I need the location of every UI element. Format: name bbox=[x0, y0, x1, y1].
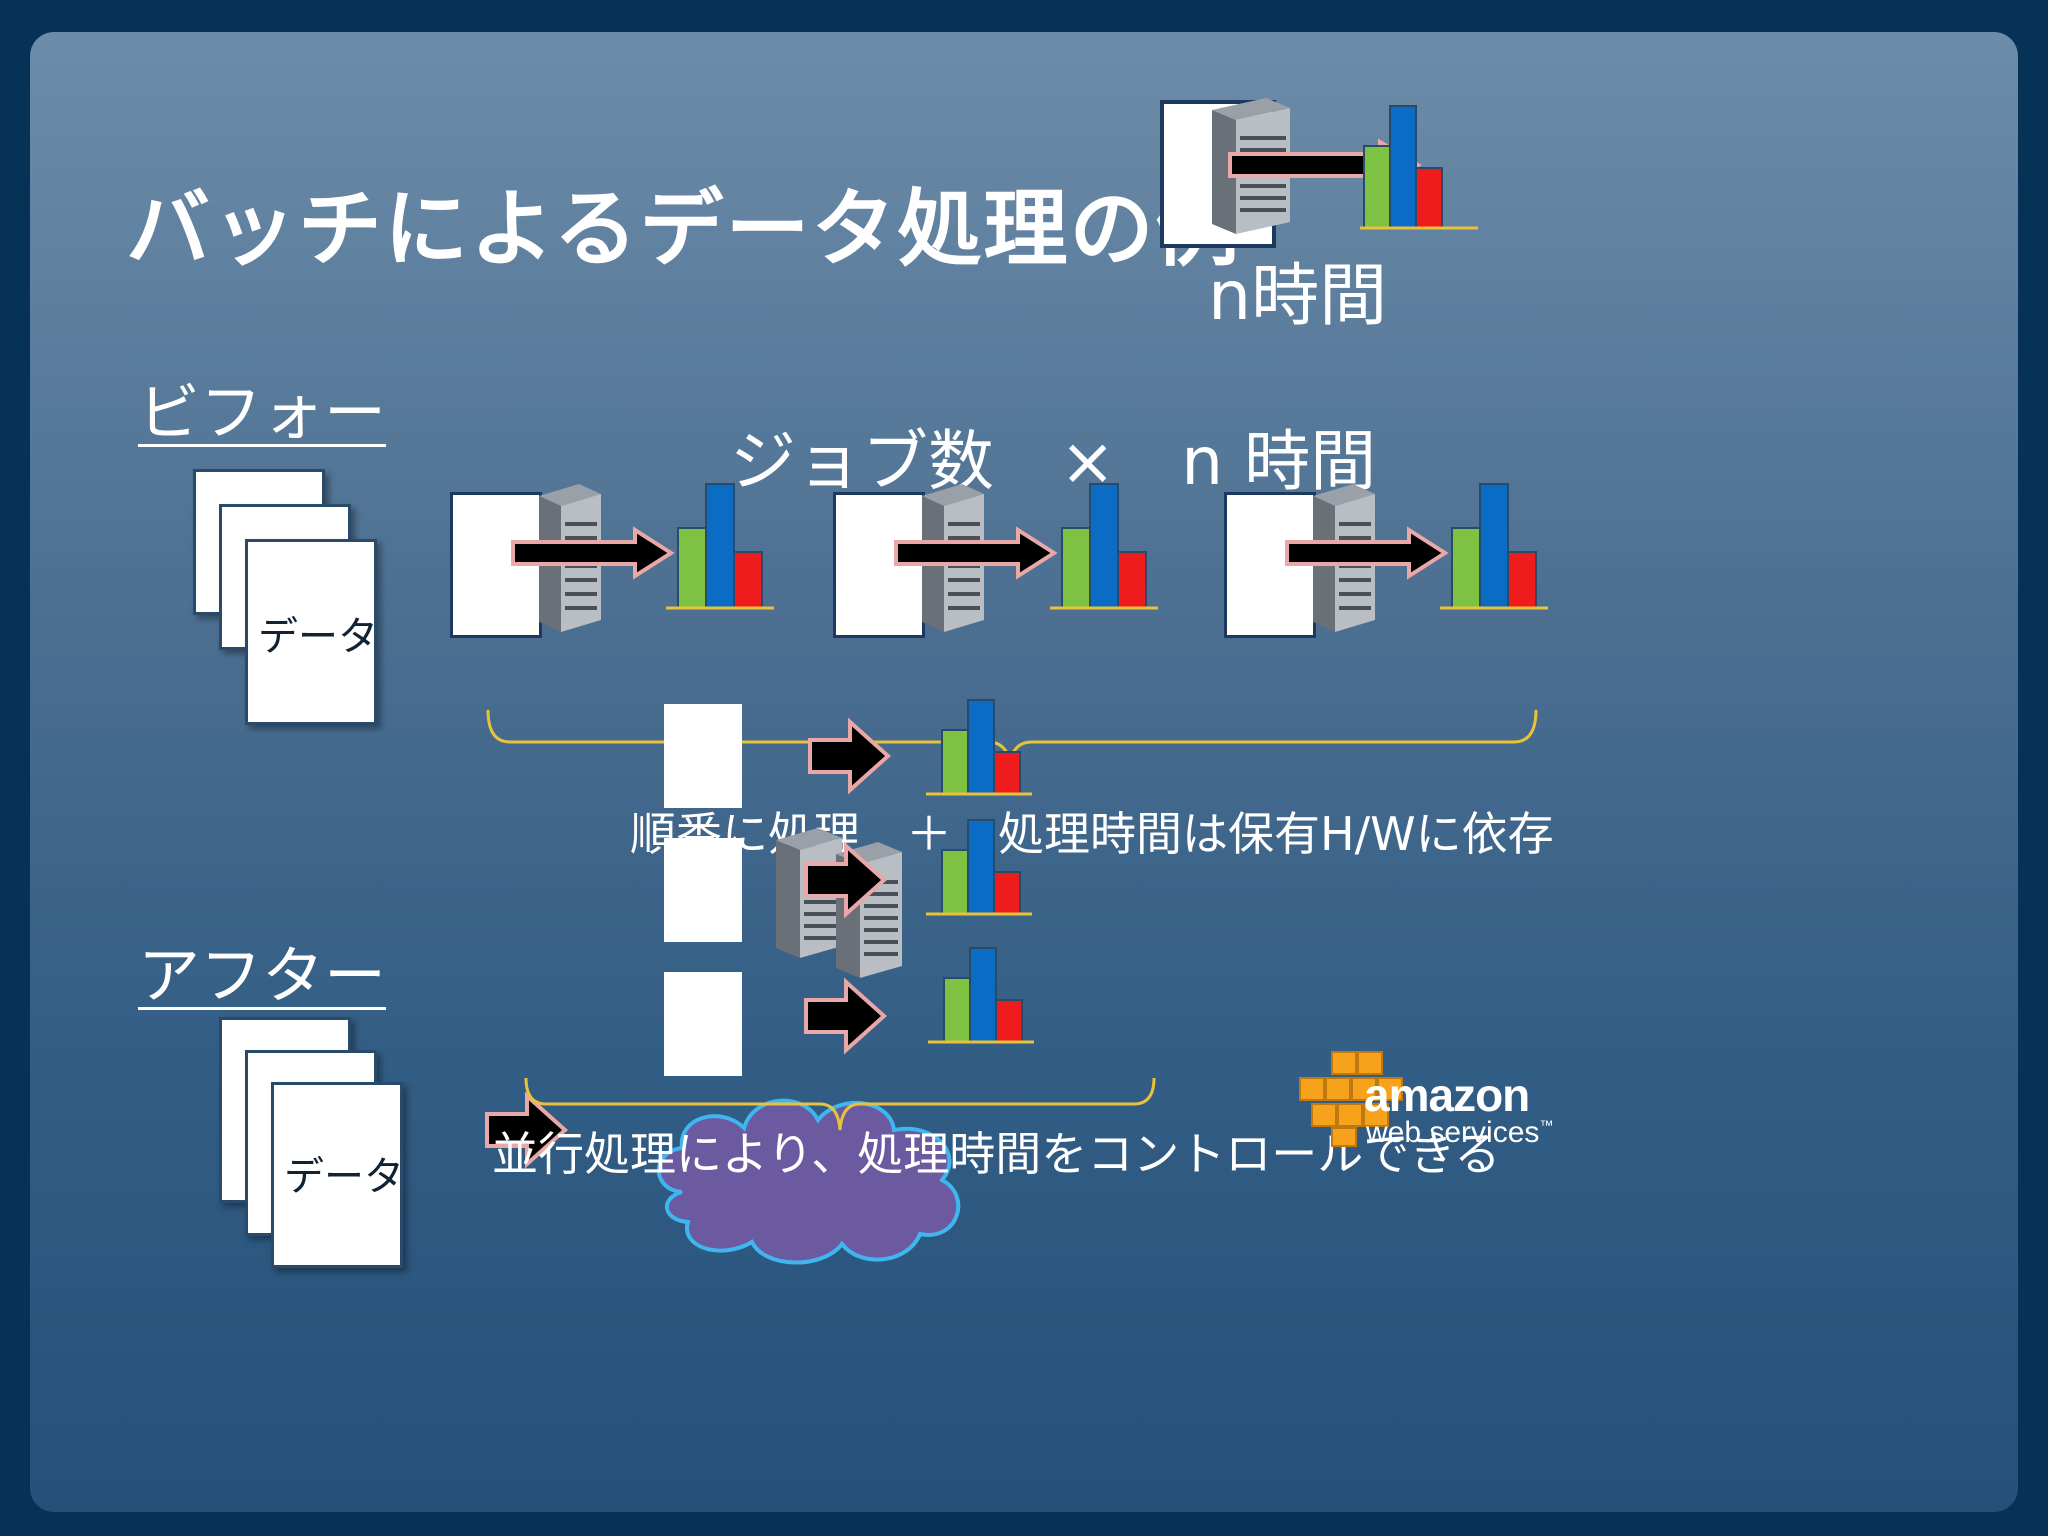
before-note: 順番に処理 ＋ 処理時間は保有H/Wに依存 bbox=[630, 807, 1554, 861]
aws-cubes-icon bbox=[1299, 1051, 1403, 1147]
after-bar-chart-icon-1 bbox=[926, 699, 1032, 796]
legend-bar-chart-icon bbox=[1360, 105, 1478, 230]
job1-arrow-icon bbox=[511, 526, 675, 580]
after-data-label: データ bbox=[284, 1154, 404, 1200]
after-brace bbox=[524, 1077, 1156, 1131]
slide-title: バッチによるデータ処理の例 bbox=[126, 180, 1242, 278]
aws-logo-line1: amazon bbox=[1364, 1069, 1530, 1121]
before-data-label: データ bbox=[258, 614, 378, 660]
before-heading: ビフォー bbox=[138, 376, 387, 449]
job2-bar-chart-icon bbox=[1050, 483, 1158, 610]
after-bar-chart-icon-3 bbox=[928, 947, 1034, 1044]
before-formula: ジョブ数 × n 時間 bbox=[730, 423, 1377, 500]
aws-logo-line2: web services bbox=[1366, 1116, 1540, 1149]
job2-arrow-icon bbox=[894, 526, 1058, 580]
after-arrow-icon-3 bbox=[804, 977, 887, 1055]
cloud-icon bbox=[656, 1098, 961, 1265]
job3-arrow-icon bbox=[1285, 526, 1449, 580]
job1-bar-chart-icon bbox=[666, 483, 774, 610]
legend-duration-label: n時間 bbox=[1208, 257, 1388, 336]
after-document-1 bbox=[664, 704, 742, 808]
after-heading: アフター bbox=[138, 939, 387, 1012]
before-sheet-front bbox=[245, 539, 377, 725]
job3-bar-chart-icon bbox=[1440, 483, 1548, 610]
after-bar-chart-icon-2 bbox=[926, 819, 1032, 916]
job1-document bbox=[450, 492, 542, 638]
legend-server-icon bbox=[1212, 98, 1290, 234]
after-document-2 bbox=[664, 838, 742, 942]
after-document-3 bbox=[664, 972, 742, 1076]
aws-logo-line2-wrap: web services™ bbox=[1366, 1118, 1553, 1148]
after-sheet-front bbox=[271, 1082, 403, 1268]
aws-logo-tm: ™ bbox=[1539, 1117, 1554, 1133]
after-arrow-icon-2 bbox=[804, 841, 887, 919]
after-input-arrow-icon bbox=[485, 1091, 568, 1169]
slide: バッチによるデータ処理の例 n時間 ビフォー データ ジョブ数 × n 時間 bbox=[30, 32, 2018, 1512]
aws-logo-wordmark: amazon web services™ bbox=[1364, 1072, 1553, 1148]
after-arrow-icon-1 bbox=[808, 717, 891, 795]
